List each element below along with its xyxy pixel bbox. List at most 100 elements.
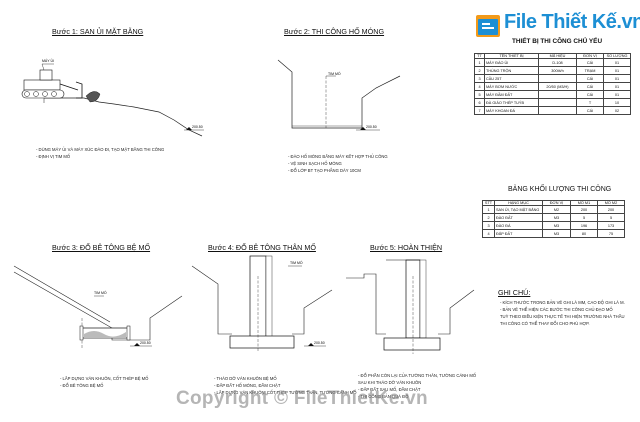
table-cell: THÙNG TRỘN (484, 66, 539, 75)
table-cell: CÁI (576, 82, 604, 91)
table-cell: 02 (603, 106, 631, 115)
note-line: - ĐẮP ĐẤT SAU MỐ, ĐẦM CHẶT (358, 387, 421, 392)
table-cell: M3 (542, 213, 571, 222)
note-line: - ĐỔ LỚP BT TẠO PHẲNG DÀY 10CM (288, 168, 361, 173)
table-cell: ĐÀO ĐẤT (494, 213, 543, 222)
table-cell: 2 (474, 66, 485, 75)
bulldozer-icon (21, 69, 83, 99)
table-cell: M2 (542, 205, 571, 214)
footing-block (79, 325, 131, 341)
table-cell: 01 (603, 58, 631, 67)
table-cell: 2 (482, 213, 495, 222)
step-3-title: Bước 3: ĐỔ BÊ TÔNG BỆ MỐ (52, 243, 151, 252)
table-cell: 6 (474, 98, 485, 107)
table-cell: CẦU 25T (484, 74, 539, 83)
note-line: - ĐỔ BÊ TÔNG BỆ MỐ (60, 383, 104, 388)
note-line: - DÙNG MÁY ỦI VÀ MÁY XÚC ĐÀO ĐI, TẠO MẶT… (36, 147, 165, 152)
tim-mo-label: TIM MỐ (94, 290, 107, 295)
table-cell (538, 90, 577, 99)
step-1-drawing: MÁY ỦI 200.50 (21, 58, 204, 137)
abutment-complete (383, 259, 441, 351)
table-cell: 75 (597, 229, 625, 238)
table-cell: MÁY KHOAN ĐÁ (484, 106, 539, 115)
abutment-wall (229, 255, 295, 349)
step-1-title: Bước 1: SAN ỦI MẶT BẰNG (52, 27, 144, 36)
table-cell: MÁY ĐÀO ỦI (484, 58, 539, 67)
note-line: - LẮP DỰNG VÁN KHUÔN, CỐT THÉP TƯỜNG THÂ… (214, 390, 357, 395)
table-cell: 200 (570, 205, 598, 214)
table-cell: 5 (597, 213, 625, 222)
table-cell: SAN ỦI, TẠO MẶT BẰNG (494, 205, 543, 214)
tim-mo-label: TIM MỐ (290, 260, 303, 265)
level-mark: 200.50 (192, 125, 203, 129)
equipment-table-title: THIẾT BỊ THI CÔNG CHỦ YẾU (512, 38, 603, 45)
note-line: - THI CÔNG BẢN QUÁ ĐỘ (358, 394, 409, 399)
table-header-cell: SỐ LƯỢNG (603, 53, 631, 59)
note-line: - ĐỔ PHẦN CÒN LẠI CỦA TƯỜNG THÂN, TƯỜNG … (358, 373, 477, 378)
note-line: - ĐÀO HỐ MÓNG BẰNG MÁY KẾT HỢP THỦ CÔNG (288, 154, 388, 159)
level-mark: 200.50 (314, 341, 325, 345)
note-line: TUỲ THEO ĐIỀU KIỆN THỰC TẾ THI HIỆN TRƯỜ… (500, 314, 625, 319)
note-line: - ĐẮP ĐẤT HỐ MÓNG, ĐẦM CHẶT (214, 383, 281, 388)
table-cell: 7 (474, 106, 485, 115)
table-cell: TRẠM (576, 66, 604, 75)
bulldozer-label: MÁY ỦI (42, 58, 54, 63)
general-notes: - KÍCH THƯỚC TRONG BẢN VẼ GHI LÀ MM, CAO… (500, 299, 625, 327)
step-2-notes: - ĐÀO HỐ MÓNG BẰNG MÁY KẾT HỢP THỦ CÔNG … (288, 153, 388, 174)
note-line: - BẢN VẼ THỂ HIỆN CÁC BƯỚC THI CÔNG CHỦ … (500, 307, 613, 312)
table-cell: CÁI (576, 58, 604, 67)
step-5-title: Bước 5: HOÀN THIỆN (370, 243, 443, 252)
table-cell (538, 106, 577, 115)
table-cell: 200 (597, 205, 625, 214)
table-cell: 80 (570, 229, 598, 238)
table-cell: 5 (474, 90, 485, 99)
note-line: - ĐỊNH VỊ TIM MỐ (36, 154, 71, 159)
table-cell: 5 (570, 213, 598, 222)
step-5-drawing (346, 259, 475, 354)
table-cell: 1 (482, 205, 495, 214)
note-line: - THÁO DỠ VÁN KHUÔN BỆ MỐ (214, 376, 277, 381)
note-line: THI CÔNG CÓ THỂ THAY ĐỔI CHO PHÙ HỢP. (500, 321, 590, 326)
table-cell: 4 (474, 82, 485, 91)
level-mark: 200.50 (366, 125, 377, 129)
level-mark: 200.50 (140, 341, 151, 345)
table-cell (538, 74, 577, 83)
table-cell: M3 (542, 221, 571, 230)
note-line: - LẮP DỰNG VÁN KHUÔN, CỐT THÉP BỆ MỐ (60, 376, 149, 381)
table-cell: 20/50 (M3/H) (538, 82, 577, 91)
table-cell: 01 (603, 66, 631, 75)
step-2-title: Bước 2: THI CÔNG HỐ MÓNG (284, 27, 385, 36)
step-3-drawing: TIM MỐ 200.50 (13, 265, 183, 348)
table-cell: D-108 (538, 58, 577, 67)
step-1-notes: - DÙNG MÁY ỦI VÀ MÁY XÚC ĐÀO ĐI, TẠO MẶT… (36, 146, 164, 160)
table-cell: 01 (603, 74, 631, 83)
table-cell: ĐẮP ĐẤT (494, 229, 543, 238)
table-cell: MÁY BƠM NƯỚC (484, 82, 539, 91)
table-cell: 196 (570, 221, 598, 230)
step-3-notes: - LẮP DỰNG VÁN KHUÔN, CỐT THÉP BỆ MỐ - Đ… (60, 375, 148, 389)
table-cell (538, 98, 577, 107)
table-cell: 300lít/h (538, 66, 577, 75)
step-4-title: Bước 4: ĐỔ BÊ TÔNG THÂN MỐ (208, 243, 316, 252)
table-cell: M3 (542, 229, 571, 238)
note-line: SAU KHI THÁO DỠ VÁN KHUÔN (358, 380, 422, 385)
table-cell: CÁI (576, 90, 604, 99)
table-cell: ĐÀO ĐÁ (494, 221, 543, 230)
table-cell: 01 (603, 82, 631, 91)
table-cell: CÁI (576, 106, 604, 115)
folder-logo-icon (476, 15, 500, 37)
table-cell: MÁY ĐẦM ĐẤT (484, 90, 539, 99)
note-line: - VỆ SINH SẠCH HỐ MÓNG (288, 161, 342, 166)
tim-mo-label: TIM MỐ (328, 71, 341, 76)
step-4-drawing: TIM MỐ 200.50 (191, 255, 333, 352)
